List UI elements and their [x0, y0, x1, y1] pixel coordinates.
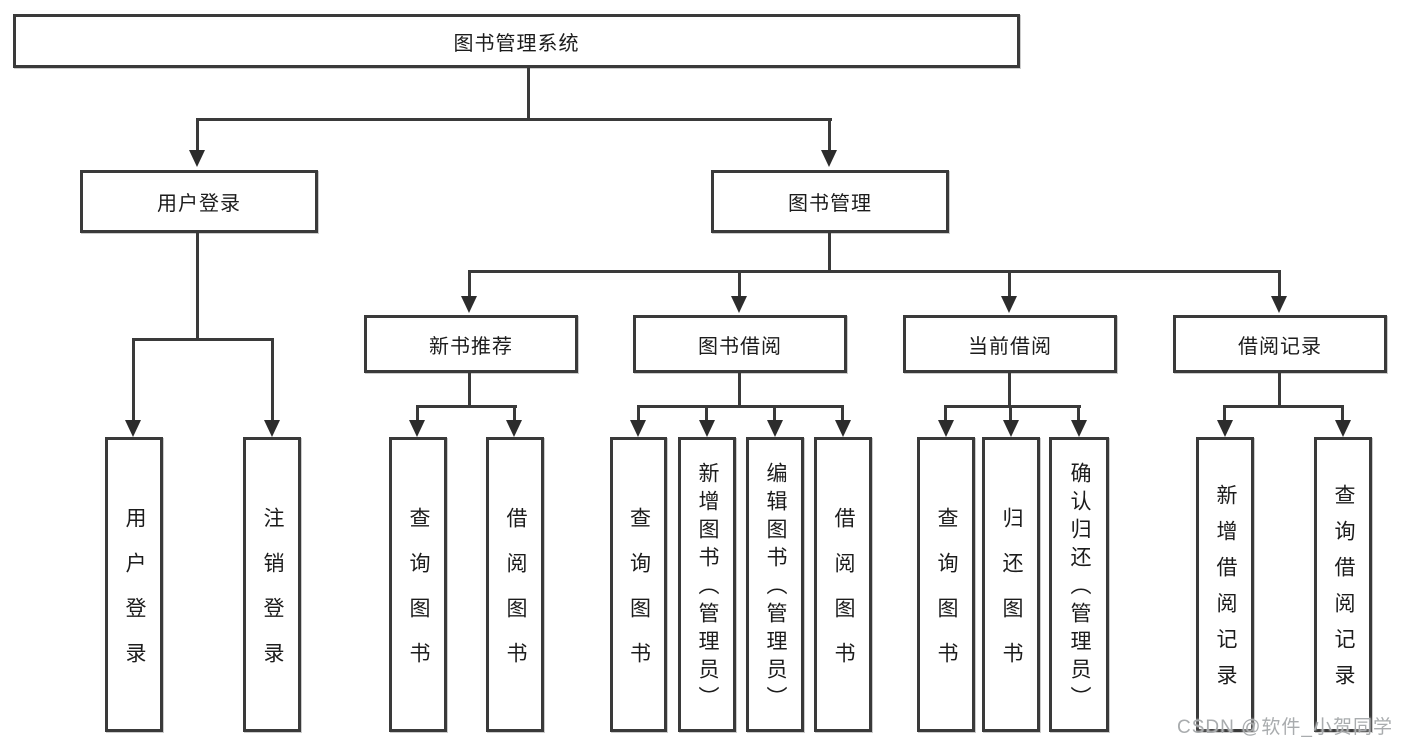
- connector-user-login-bus: [132, 338, 274, 341]
- node-book-management: 图书管理: [711, 170, 949, 233]
- node-root-label: 图书管理系统: [453, 32, 580, 55]
- leaf-recd-add-record-label: 新增借阅记录: [1214, 484, 1237, 700]
- leaf-rec-borrow-book: 借阅图书: [486, 437, 544, 732]
- leaf-recd-query-record: 查询借阅记录: [1314, 437, 1372, 732]
- connector-book-borrow-stem: [738, 370, 741, 407]
- node-current-borrow: 当前借阅: [903, 315, 1117, 373]
- leaf-recd-query-record-label: 查询借阅记录: [1332, 484, 1355, 700]
- arrowhead-book-management: [821, 150, 837, 167]
- connector-to-leaf-bor-borrow: [841, 405, 844, 421]
- connector-new-book-recommend-bus: [416, 405, 517, 408]
- leaf-user-login: 用户登录: [105, 437, 163, 732]
- connector-borrow-records-stem: [1278, 370, 1281, 407]
- node-borrow-records: 借阅记录: [1173, 315, 1387, 373]
- arrowhead-leaf-rec-query: [409, 420, 425, 437]
- node-user-login: 用户登录: [80, 170, 318, 233]
- node-book-borrow: 图书借阅: [633, 315, 847, 373]
- leaf-bor-query-book: 查询图书: [610, 437, 667, 732]
- connector-book-borrow-bus: [637, 405, 844, 408]
- connector-to-leaf-cur-return: [1009, 405, 1012, 421]
- connector-root-stem: [527, 66, 530, 120]
- leaf-bor-borrow-book-label: 借阅图书: [832, 506, 855, 687]
- node-borrow-records-label: 借阅记录: [1238, 335, 1322, 358]
- node-new-book-recommend-label: 新书推荐: [429, 335, 513, 358]
- arrowhead-leaf-cur-return: [1003, 420, 1019, 437]
- connector-to-current-borrow: [1008, 270, 1011, 298]
- leaf-rec-query-book-label: 查询图书: [407, 506, 430, 687]
- leaf-cur-confirm-return-admin-label: 确认归还（管理员）: [1068, 462, 1091, 714]
- leaf-bor-add-book-admin-label: 新增图书（管理员）: [696, 462, 719, 714]
- arrowhead-user-login: [189, 150, 205, 167]
- leaf-logout-label: 注销登录: [261, 506, 284, 687]
- arrowhead-leaf-recd-query: [1335, 420, 1351, 437]
- leaf-rec-query-book: 查询图书: [389, 437, 447, 732]
- arrowhead-leaf-bor-edit: [767, 420, 783, 437]
- arrowhead-book-borrow: [731, 296, 747, 313]
- arrowhead-borrow-records: [1271, 296, 1287, 313]
- connector-to-leaf-bor-add: [705, 405, 708, 421]
- leaf-cur-confirm-return-admin: 确认归还（管理员）: [1049, 437, 1109, 732]
- arrowhead-leaf-recd-add: [1217, 420, 1233, 437]
- node-new-book-recommend: 新书推荐: [364, 315, 578, 373]
- leaf-rec-borrow-book-label: 借阅图书: [504, 506, 527, 687]
- connector-to-leaf-recd-add: [1223, 405, 1226, 421]
- connector-borrow-records-bus: [1223, 405, 1344, 408]
- arrowhead-new-book-recommend: [461, 296, 477, 313]
- leaf-bor-borrow-book: 借阅图书: [814, 437, 872, 732]
- connector-book-management-stem: [828, 231, 831, 272]
- arrowhead-leaf-cur-query: [938, 420, 954, 437]
- connector-to-leaf-recd-query: [1341, 405, 1344, 421]
- connector-root-bus: [196, 118, 832, 121]
- arrowhead-leaf-logout: [264, 420, 280, 437]
- leaf-cur-return-book: 归还图书: [982, 437, 1040, 732]
- connector-to-leaf-bor-edit: [773, 405, 776, 421]
- connector-to-leaf-rec-query: [416, 405, 419, 421]
- node-book-borrow-label: 图书借阅: [698, 335, 782, 358]
- arrowhead-leaf-login: [125, 420, 141, 437]
- leaf-bor-edit-book-admin-label: 编辑图书（管理员）: [764, 462, 787, 714]
- connector-book-management-bus: [468, 270, 1281, 273]
- leaf-bor-query-book-label: 查询图书: [627, 506, 651, 687]
- connector-current-borrow-bus: [944, 405, 1081, 408]
- connector-to-book-borrow: [738, 270, 741, 298]
- connector-to-borrow-records: [1278, 270, 1281, 298]
- connector-to-leaf-logout: [271, 338, 274, 421]
- arrowhead-current-borrow: [1001, 296, 1017, 313]
- node-user-login-label: 用户登录: [157, 193, 241, 215]
- leaf-recd-add-record: 新增借阅记录: [1196, 437, 1254, 732]
- leaf-bor-add-book-admin: 新增图书（管理员）: [678, 437, 736, 732]
- leaf-bor-edit-book-admin: 编辑图书（管理员）: [746, 437, 804, 732]
- connector-to-new-book-recommend: [468, 270, 471, 298]
- csdn-watermark: CSDN @软件_小贺同学: [1177, 717, 1393, 738]
- connector-to-leaf-rec-borrow: [513, 405, 516, 421]
- leaf-cur-query-book: 查询图书: [917, 437, 975, 732]
- connector-user-login-stem: [196, 231, 199, 340]
- arrowhead-leaf-rec-borrow: [506, 420, 522, 437]
- connector-new-book-recommend-stem: [468, 370, 471, 407]
- node-current-borrow-label: 当前借阅: [968, 335, 1052, 358]
- arrowhead-leaf-cur-confirm: [1071, 420, 1087, 437]
- node-root: 图书管理系统: [13, 14, 1020, 68]
- arrowhead-leaf-bor-add: [699, 420, 715, 437]
- node-book-management-label: 图书管理: [788, 193, 872, 215]
- leaf-logout: 注销登录: [243, 437, 301, 732]
- connector-current-borrow-stem: [1008, 370, 1011, 407]
- arrowhead-leaf-bor-borrow: [835, 420, 851, 437]
- connector-to-leaf-bor-query: [637, 405, 640, 421]
- leaf-cur-query-book-label: 查询图书: [935, 506, 958, 687]
- connector-to-leaf-login: [132, 338, 135, 421]
- connector-to-leaf-cur-query: [944, 405, 947, 421]
- arrowhead-leaf-bor-query: [630, 420, 646, 437]
- connector-root-to-book-management: [828, 118, 831, 152]
- leaf-cur-return-book-label: 归还图书: [1000, 506, 1023, 687]
- connector-root-to-user-login: [196, 118, 199, 152]
- connector-to-leaf-cur-confirm: [1077, 405, 1080, 421]
- leaf-user-login-label: 用户登录: [123, 506, 146, 687]
